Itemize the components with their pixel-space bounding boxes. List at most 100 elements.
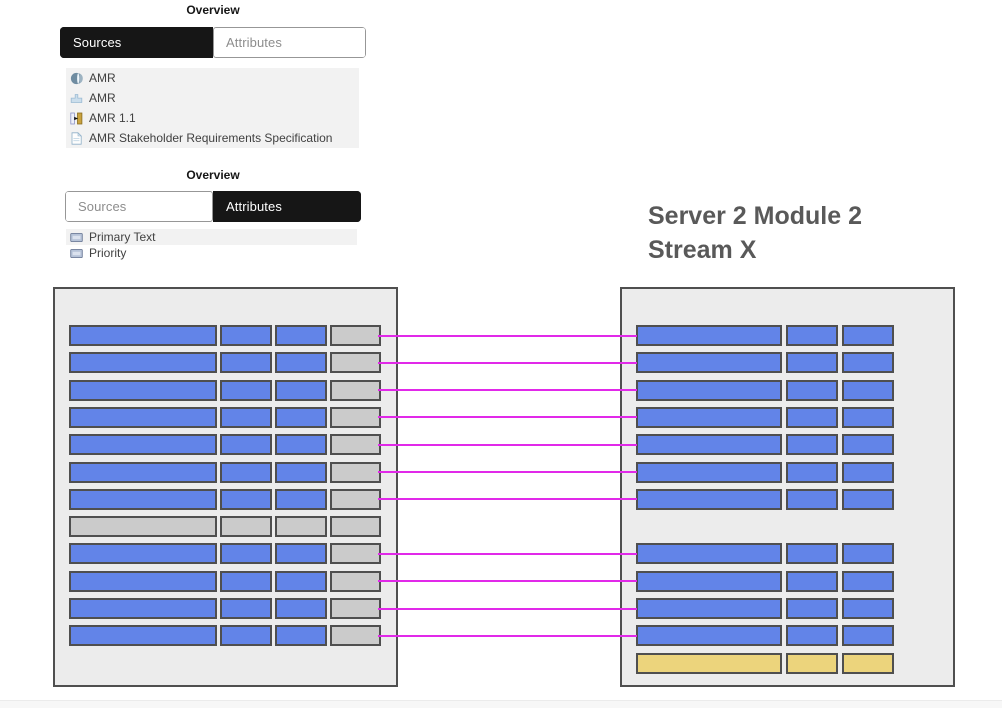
- requirement-cell-gray: [330, 571, 381, 592]
- trace-link-line: [378, 362, 637, 364]
- requirement-cell-blue: [636, 571, 782, 592]
- trace-link-line: [378, 416, 637, 418]
- list-item[interactable]: AMR: [66, 88, 359, 108]
- requirement-cell-blue: [842, 325, 894, 346]
- requirement-cell-blue: [275, 352, 327, 373]
- requirement-cell-blue: [786, 380, 838, 401]
- page-edge: [0, 700, 1002, 708]
- requirement-cell-blue: [842, 407, 894, 428]
- requirement-cell-blue: [220, 434, 272, 455]
- requirement-cell-gray: [330, 380, 381, 401]
- sphere-icon: [70, 72, 83, 85]
- list-item[interactable]: AMR: [66, 68, 359, 88]
- requirement-cell-blue: [220, 489, 272, 510]
- left-module-row: [69, 598, 381, 619]
- requirement-cell-blue: [220, 625, 272, 646]
- trace-link-line: [378, 389, 637, 391]
- module-icon: [70, 92, 83, 105]
- requirement-cell-blue: [69, 325, 217, 346]
- list-item-label: AMR 1.1: [89, 111, 136, 125]
- right-module-row: [636, 325, 894, 346]
- requirement-cell-blue: [220, 571, 272, 592]
- tab-sources[interactable]: Sources: [65, 191, 213, 222]
- requirement-cell-gray: [330, 543, 381, 564]
- requirement-cell-gray: [275, 516, 327, 537]
- requirement-cell-blue: [69, 462, 217, 483]
- left-module-box: [53, 287, 398, 687]
- requirement-cell-blue: [69, 352, 217, 373]
- trace-link-line: [378, 580, 637, 582]
- requirement-cell-blue: [69, 571, 217, 592]
- requirement-cell-blue: [275, 598, 327, 619]
- list-item[interactable]: Primary Text: [66, 229, 357, 245]
- right-module-row: [636, 352, 894, 373]
- requirement-cell-yellow: [786, 653, 838, 674]
- requirement-cell-blue: [69, 407, 217, 428]
- panel-title: Overview: [186, 168, 240, 182]
- requirement-cell-blue: [275, 543, 327, 564]
- requirement-cell-blue: [636, 543, 782, 564]
- requirement-cell-blue: [842, 352, 894, 373]
- left-module-row: [69, 352, 381, 373]
- tab-attributes[interactable]: Attributes: [213, 27, 366, 58]
- requirement-cell-yellow: [636, 653, 782, 674]
- trace-link-line: [378, 335, 637, 337]
- left-module-row: [69, 543, 381, 564]
- requirement-cell-blue: [786, 434, 838, 455]
- requirement-cell-gray: [330, 462, 381, 483]
- requirement-cell-blue: [636, 325, 782, 346]
- requirement-cell-blue: [275, 434, 327, 455]
- requirement-cell-blue: [842, 489, 894, 510]
- left-module-row: [69, 625, 381, 646]
- requirement-cell-blue: [786, 325, 838, 346]
- requirement-cell-blue: [220, 352, 272, 373]
- requirement-cell-blue: [220, 380, 272, 401]
- requirement-cell-blue: [275, 489, 327, 510]
- requirement-cell-blue: [842, 598, 894, 619]
- requirement-cell-gray: [330, 516, 381, 537]
- tab-attributes[interactable]: Attributes: [213, 191, 361, 222]
- tab-sources[interactable]: Sources: [60, 27, 213, 58]
- list-item[interactable]: Priority: [66, 245, 357, 261]
- list-item[interactable]: AMR 1.1: [66, 108, 359, 128]
- list-item-label: Primary Text: [89, 230, 156, 244]
- requirement-cell-blue: [220, 407, 272, 428]
- requirement-cell-blue: [842, 462, 894, 483]
- right-module-row: [636, 653, 894, 674]
- list-item[interactable]: AMR Stakeholder Requirements Specificati…: [66, 128, 359, 148]
- left-module-row: [69, 380, 381, 401]
- requirement-cell-blue: [842, 625, 894, 646]
- attribute-icon: [70, 231, 83, 244]
- requirement-cell-blue: [69, 380, 217, 401]
- right-module-row: [636, 407, 894, 428]
- requirement-cell-blue: [786, 625, 838, 646]
- requirement-cell-blue: [275, 380, 327, 401]
- trace-link-line: [378, 635, 637, 637]
- requirement-cell-blue: [69, 543, 217, 564]
- trace-link-line: [378, 553, 637, 555]
- list-item-label: Priority: [89, 246, 127, 260]
- attribute-icon: [70, 247, 83, 260]
- requirement-cell-gray: [220, 516, 272, 537]
- requirement-cell-blue: [636, 380, 782, 401]
- list-item-label: AMR Stakeholder Requirements Specificati…: [89, 131, 333, 145]
- requirement-cell-blue: [842, 434, 894, 455]
- requirement-cell-blue: [69, 625, 217, 646]
- left-module-row: [69, 489, 381, 510]
- requirement-cell-blue: [275, 407, 327, 428]
- requirement-cell-gray: [69, 516, 217, 537]
- left-module-row: [69, 407, 381, 428]
- requirement-cell-blue: [636, 352, 782, 373]
- requirement-cell-blue: [786, 489, 838, 510]
- right-module-row: [636, 434, 894, 455]
- requirement-cell-blue: [636, 462, 782, 483]
- requirement-cell-yellow: [842, 653, 894, 674]
- requirement-cell-blue: [220, 543, 272, 564]
- requirement-cell-blue: [786, 462, 838, 483]
- right-module-row: [636, 462, 894, 483]
- right-module-row: [636, 598, 894, 619]
